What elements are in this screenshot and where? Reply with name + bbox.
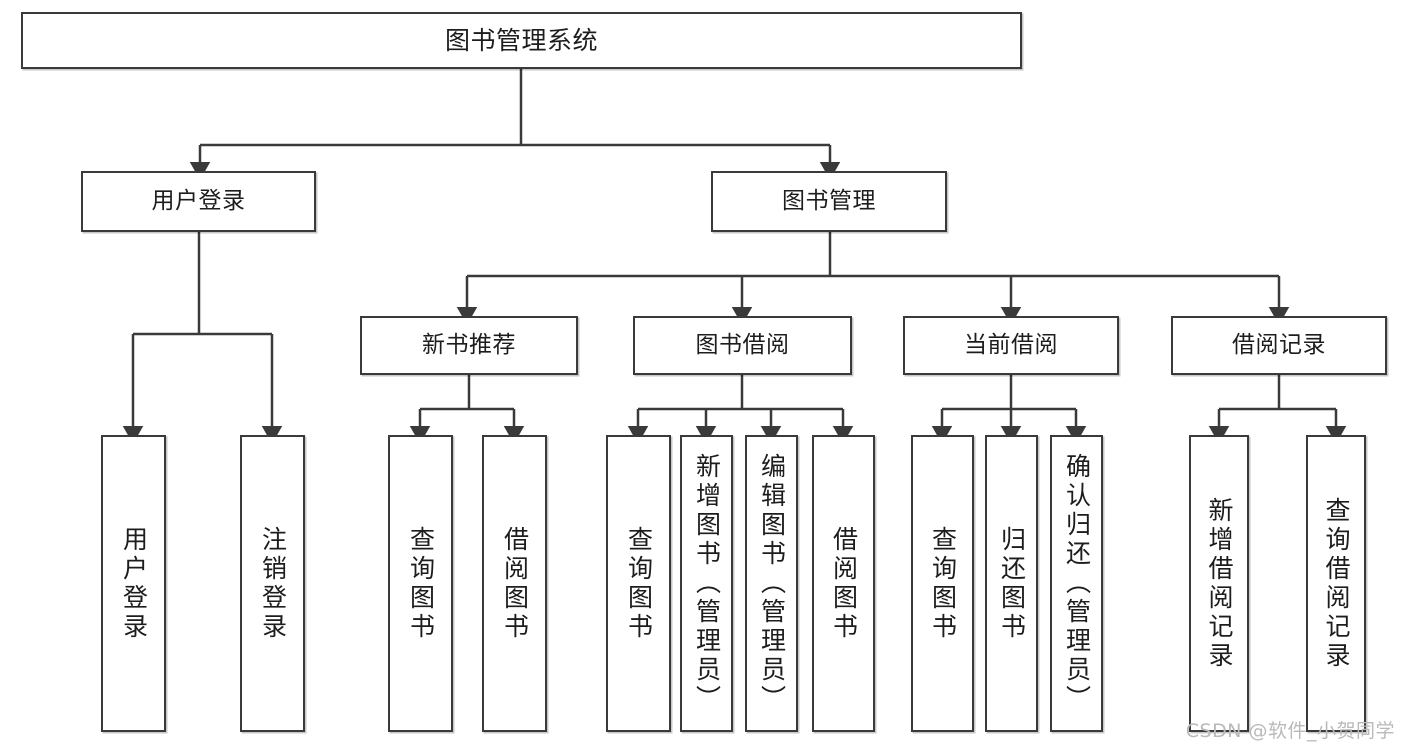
node-label-leaf-new-borrow: 借阅图书 — [500, 525, 530, 642]
node-leaf-cur-query[interactable]: 查询图书 — [911, 435, 974, 732]
node-label-bookmgmt: 图书管理 — [782, 187, 876, 214]
node-bookmgmt[interactable]: 图书管理 — [711, 171, 947, 232]
node-leaf-bo-query[interactable]: 查询图书 — [606, 435, 671, 732]
node-label-borrow: 图书借阅 — [695, 331, 790, 358]
node-label-leaf-bo-add: 新增图书（管理员） — [692, 453, 722, 714]
node-leaf-cur-confirm[interactable]: 确认归还（管理员） — [1050, 435, 1103, 732]
node-label-leaf-cur-query: 查询图书 — [928, 525, 958, 642]
node-borrow[interactable]: 图书借阅 — [633, 316, 852, 375]
node-label-leaf-cur-confirm: 确认归还（管理员） — [1062, 453, 1092, 714]
connector-edges — [122, 69, 1347, 444]
node-label-leaf-new-query: 查询图书 — [406, 525, 436, 642]
node-leaf-new-borrow[interactable]: 借阅图书 — [482, 435, 547, 732]
node-leaf-new-query[interactable]: 查询图书 — [388, 435, 453, 732]
node-root[interactable]: 图书管理系统 — [21, 12, 1022, 69]
node-leaf-cur-return[interactable]: 归还图书 — [985, 435, 1038, 732]
node-leaf-bo-borrow[interactable]: 借阅图书 — [812, 435, 875, 732]
node-leaf-login-out[interactable]: 注销登录 — [240, 435, 305, 732]
watermark-label: CSDN @软件_小贺同学 — [1185, 720, 1395, 742]
node-label-leaf-cur-return: 归还图书 — [997, 525, 1027, 642]
node-label-records: 借阅记录 — [1232, 331, 1326, 358]
node-label-leaf-rec-add: 新增借阅记录 — [1205, 496, 1234, 671]
node-label-leaf-login-out: 注销登录 — [258, 525, 288, 642]
node-label-login: 用户登录 — [151, 187, 246, 214]
node-label-newbook: 新书推荐 — [422, 331, 516, 358]
node-newbook[interactable]: 新书推荐 — [360, 316, 578, 375]
node-leaf-login-in[interactable]: 用户登录 — [101, 435, 166, 732]
node-label-leaf-bo-edit: 编辑图书（管理员） — [757, 453, 787, 714]
node-leaf-bo-add[interactable]: 新增图书（管理员） — [680, 435, 733, 732]
node-leaf-bo-edit[interactable]: 编辑图书（管理员） — [745, 435, 798, 732]
node-label-root: 图书管理系统 — [444, 25, 598, 55]
node-current[interactable]: 当前借阅 — [903, 316, 1119, 375]
node-records[interactable]: 借阅记录 — [1171, 316, 1387, 375]
node-label-leaf-login-in: 用户登录 — [119, 525, 149, 642]
node-leaf-rec-query[interactable]: 查询借阅记录 — [1306, 435, 1366, 732]
node-label-leaf-rec-query: 查询借阅记录 — [1322, 496, 1351, 671]
node-leaf-rec-add[interactable]: 新增借阅记录 — [1189, 435, 1249, 732]
node-label-leaf-bo-query: 查询图书 — [624, 525, 654, 642]
node-login[interactable]: 用户登录 — [81, 171, 316, 232]
node-label-current: 当前借阅 — [964, 331, 1058, 358]
node-label-leaf-bo-borrow: 借阅图书 — [829, 525, 859, 642]
